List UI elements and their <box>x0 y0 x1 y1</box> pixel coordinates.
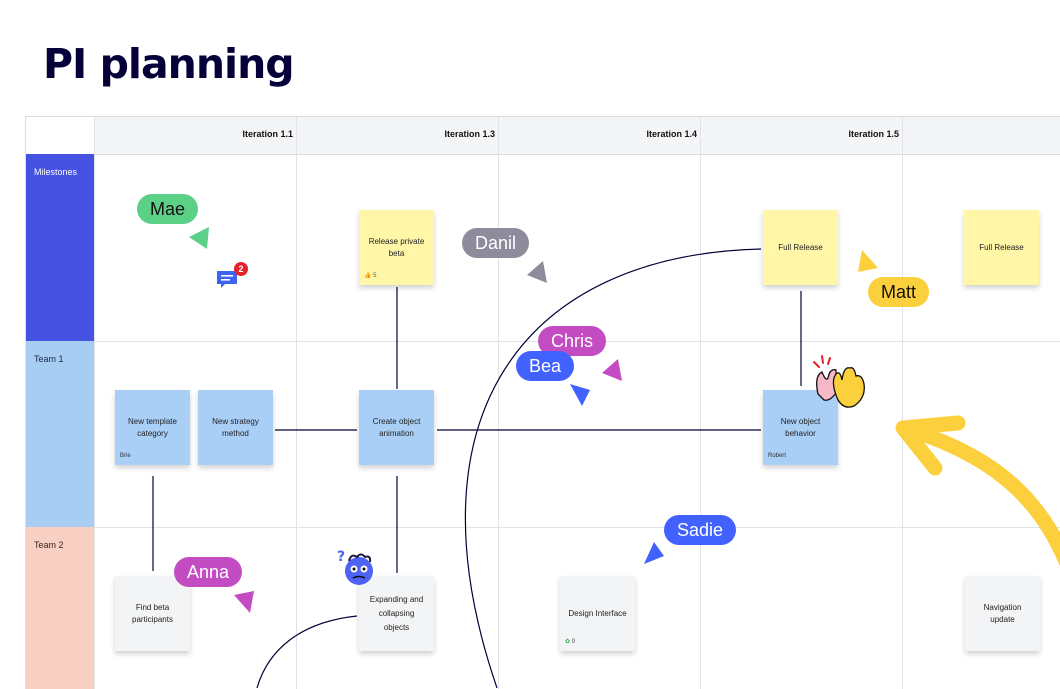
cursor-pointer-icon <box>570 384 590 406</box>
sticky-navigation-update[interactable]: Navigation update <box>965 576 1040 651</box>
cursor-pointer-icon <box>644 542 664 564</box>
sticky-new-object-behavior[interactable]: New object behavior Robert <box>763 390 838 465</box>
column-divider <box>700 117 701 689</box>
sticky-text: New template category <box>128 416 177 438</box>
sticky-author: Brie <box>120 453 131 459</box>
sticky-create-object-animation[interactable]: Create object animation <box>359 390 434 465</box>
sticky-full-release[interactable]: Full Release <box>763 210 838 285</box>
cursor-pointer-icon <box>602 359 622 381</box>
comment-icon[interactable] <box>216 270 238 290</box>
sticky-expanding-collapsing-objects[interactable]: Expanding and collapsing objects <box>359 576 434 651</box>
cursor-label-mae: Mae <box>137 194 199 224</box>
sticky-text: Full Release <box>778 242 823 252</box>
sticky-text: Full Release <box>979 242 1024 252</box>
lane-team-2[interactable]: Team 2 <box>26 527 94 689</box>
row-divider <box>94 527 1060 528</box>
connector-curve <box>256 615 358 688</box>
sticky-full-release[interactable]: Full Release <box>964 210 1039 285</box>
cursor-label-bea: Bea <box>516 351 575 381</box>
reaction-badge: 👍 5 <box>364 273 377 279</box>
column-header-iteration-1-3[interactable]: Iteration 1.3 <box>444 129 495 139</box>
sticky-design-interface[interactable]: Design Interface ✿ 9 <box>560 576 635 651</box>
high-five-sticker-icon <box>813 355 865 408</box>
lane-team-1[interactable]: Team 1 <box>26 341 94 527</box>
column-divider <box>296 117 297 689</box>
sticky-text: Find beta participants <box>132 602 173 624</box>
iteration-header-row <box>26 117 1060 155</box>
page-title: PI planning <box>43 40 295 88</box>
sticky-new-strategy-method[interactable]: New strategy method <box>198 390 273 465</box>
sticky-text: Create object animation <box>372 416 421 438</box>
column-divider <box>902 117 903 689</box>
comment-count-badge: 2 <box>234 262 248 276</box>
sticky-text: New object behavior <box>780 416 821 438</box>
cursor-label-matt: Matt <box>868 277 930 307</box>
sticky-text: Navigation update <box>983 602 1022 624</box>
cursor-label-sadie: Sadie <box>664 515 737 545</box>
svg-text:?: ? <box>337 549 345 565</box>
cursor-label-anna: Anna <box>174 557 243 587</box>
sticky-text: Expanding and collapsing objects <box>369 594 424 632</box>
column-divider <box>498 117 499 689</box>
reaction-count: 5 <box>373 273 377 279</box>
column-header-iteration-1-1[interactable]: Iteration 1.1 <box>242 129 293 139</box>
cursor-pointer-icon <box>858 250 878 272</box>
sticky-release-private-beta[interactable]: Release private beta 👍 5 <box>359 210 434 285</box>
sticky-text: Release private beta <box>368 236 425 258</box>
reaction-count: 9 <box>571 639 576 645</box>
cursor-pointer-icon <box>189 227 209 249</box>
cursor-pointer-icon <box>234 591 254 613</box>
lane-milestones[interactable]: Milestones <box>26 154 94 341</box>
column-divider <box>94 117 95 689</box>
column-header-iteration-1-5[interactable]: Iteration 1.5 <box>848 129 899 139</box>
sticky-find-beta-participants[interactable]: Find beta participants <box>115 576 190 651</box>
sticky-text: Design Interface <box>568 608 627 618</box>
column-header-iteration-1-4[interactable]: Iteration 1.4 <box>646 129 697 139</box>
sticky-text: New strategy method <box>212 416 259 438</box>
connector-curve <box>464 248 762 688</box>
reaction-badge: ✿ 9 <box>565 639 576 645</box>
cursor-pointer-icon <box>527 261 547 283</box>
sticky-author: Robert <box>768 453 787 459</box>
cursor-label-danil: Danil <box>462 228 530 258</box>
yellow-arrow-icon <box>895 415 1060 567</box>
header-corner <box>26 117 95 154</box>
sticky-new-template-category[interactable]: New template category Brie <box>115 390 190 465</box>
thinking-face-sticker-icon: ? <box>337 549 373 585</box>
